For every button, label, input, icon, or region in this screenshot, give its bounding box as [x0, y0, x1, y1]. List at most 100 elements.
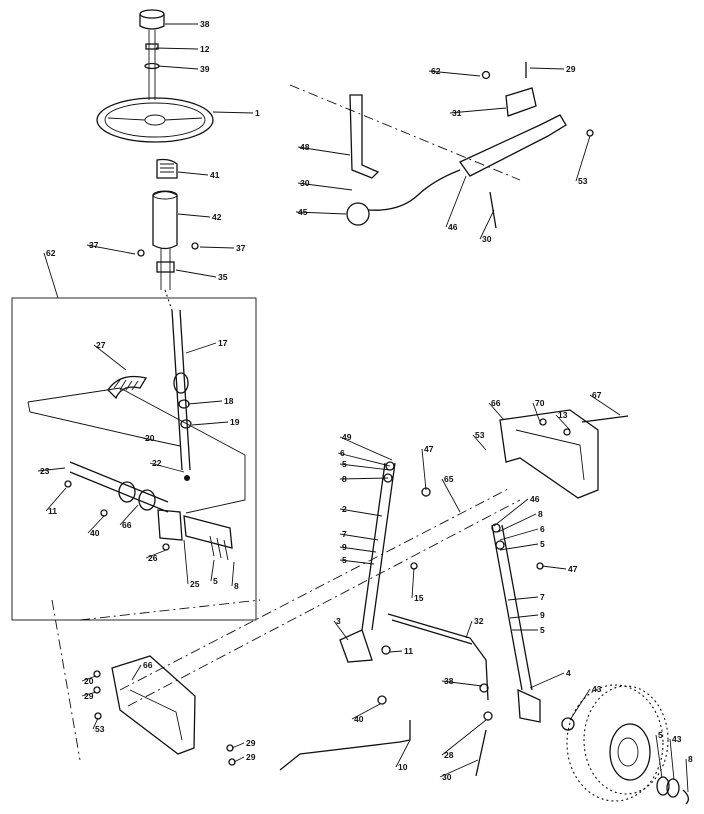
sector-plate: [183, 515, 233, 561]
callout-8: 8: [688, 754, 693, 764]
leader-line: [655, 734, 663, 779]
leader-line: [45, 487, 67, 512]
leader-line: [449, 107, 507, 114]
callout-29: 29: [566, 64, 576, 74]
callout-48: 48: [300, 142, 310, 152]
callout-65: 65: [444, 474, 454, 484]
callout-62: 62: [431, 66, 441, 76]
callout-49: 49: [342, 432, 352, 442]
callout-26: 26: [148, 553, 158, 563]
callout-20: 20: [145, 433, 155, 443]
leader-line: [499, 543, 539, 551]
centerline: [164, 289, 173, 311]
leader-line: [575, 135, 591, 182]
leader-line: [212, 111, 254, 114]
leader-line: [177, 213, 211, 218]
leader-line: [231, 742, 245, 749]
callout-41: 41: [210, 170, 220, 180]
leader-line: [149, 462, 185, 473]
callout-7: 7: [540, 592, 545, 602]
leader-line: [297, 146, 351, 156]
leader-line: [297, 182, 353, 191]
leader-line: [465, 620, 473, 639]
callout-5: 5: [540, 539, 545, 549]
steering-cap: [139, 9, 165, 30]
leader-line: [43, 252, 59, 299]
leader-line: [37, 467, 66, 472]
callout-66: 66: [143, 660, 153, 670]
leader-line: [685, 758, 689, 793]
callout-2: 2: [342, 504, 347, 514]
leader-line: [86, 244, 136, 255]
lift-lever-arm: [349, 94, 380, 179]
spindle-left: [339, 461, 431, 663]
callout-15: 15: [414, 593, 424, 603]
drag-link: [387, 613, 493, 777]
callout-46: 46: [448, 222, 458, 232]
leader-line: [541, 565, 567, 570]
callout-30: 30: [300, 178, 310, 188]
leader-line: [337, 452, 391, 467]
callout-20: 20: [84, 676, 94, 686]
callout-47: 47: [568, 564, 578, 574]
callout-13: 13: [558, 410, 568, 420]
leader-line: [395, 739, 411, 768]
callout-3: 3: [336, 616, 341, 626]
axle-bracket-left: [93, 655, 236, 766]
callout-23: 23: [40, 466, 50, 476]
callout-46: 46: [530, 494, 540, 504]
callout-5: 5: [342, 459, 347, 469]
dash-line-left: [51, 599, 81, 761]
callout-29: 29: [246, 738, 256, 748]
leader-line: [439, 759, 479, 778]
tie-rod: [279, 645, 411, 771]
leader-line: [497, 513, 537, 533]
callout-5: 5: [540, 625, 545, 635]
callout-40: 40: [90, 528, 100, 538]
leader-line: [131, 664, 142, 681]
leader-line: [669, 738, 675, 781]
leader-line: [351, 703, 381, 720]
leader-line: [81, 675, 97, 682]
wheel-washers: [561, 717, 690, 805]
callout-53: 53: [95, 724, 105, 734]
leader-line: [389, 650, 403, 653]
callout-4: 4: [566, 668, 571, 678]
leader-line: [157, 65, 199, 70]
leader-line: [441, 478, 461, 513]
callout-5: 5: [213, 576, 218, 586]
leader-line: [81, 691, 97, 697]
leader-line: [155, 47, 199, 50]
leader-line: [339, 436, 393, 461]
callout-30: 30: [482, 234, 492, 244]
callout-43: 43: [592, 684, 602, 694]
callout-18: 18: [224, 396, 234, 406]
steering-column-lower: [137, 242, 199, 290]
callout-43: 43: [672, 734, 682, 744]
leader-line: [87, 515, 105, 534]
front-axle: [119, 487, 521, 707]
leader-line: [428, 70, 481, 77]
callout-9: 9: [540, 610, 545, 620]
callout-38: 38: [444, 676, 454, 686]
leader-line: [92, 717, 99, 730]
leader-line: [411, 567, 415, 599]
callout-11: 11: [404, 646, 413, 656]
front-wheel: [566, 684, 669, 802]
leader-line: [499, 528, 539, 541]
steering-shaft-upper: [144, 30, 160, 100]
callout-25: 25: [190, 579, 200, 589]
support-bracket: [27, 387, 246, 514]
leader-line: [295, 211, 347, 215]
callout-12: 12: [200, 44, 210, 54]
callout-11: 11: [48, 506, 57, 516]
leader-line: [488, 402, 505, 421]
leader-line: [333, 620, 349, 641]
callout-66: 66: [491, 398, 501, 408]
callout-66: 66: [122, 520, 132, 530]
callout-9: 9: [342, 542, 347, 552]
leader-line: [441, 719, 487, 756]
pivot-tube: [69, 461, 169, 513]
